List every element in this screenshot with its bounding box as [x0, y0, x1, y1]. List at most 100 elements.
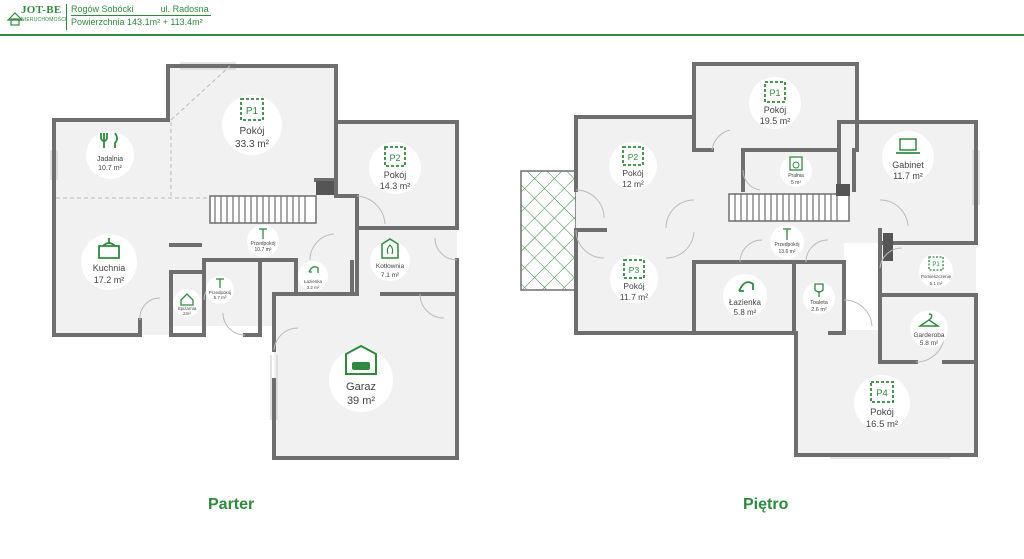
- room-name: Przedpokój: [774, 242, 799, 248]
- room-name: Łazienka: [729, 298, 762, 307]
- room-area: 5.8 m²: [734, 308, 757, 317]
- ground-windows: [50, 62, 278, 420]
- boiler-flame-icon: [381, 238, 399, 259]
- room-area: 5 m²: [791, 180, 801, 186]
- header-underline: [71, 15, 211, 16]
- room-upper-p2: P2 Pokój 12 m²: [609, 142, 657, 190]
- garage-car-icon: [345, 344, 377, 375]
- coat-hanger-icon: [259, 228, 267, 239]
- washing-machine-icon: [789, 156, 803, 171]
- room-ground-spizarnia: Spiżarnia 2m²: [173, 289, 201, 317]
- room-area: 2.6 m²: [811, 307, 827, 313]
- room-upper-przedpokoj: Przedpokój 13.6 m²: [770, 225, 804, 259]
- upper-chimney-2: [883, 233, 893, 261]
- location-street: ul. Radosna: [160, 4, 209, 14]
- room-ground-garaz: Garaz 39 m²: [329, 344, 393, 412]
- upper-windows: [830, 150, 980, 459]
- room-upper-lazienka: Łazienka 5.8 m²: [723, 274, 767, 318]
- room-name: Pokój: [239, 126, 264, 137]
- room-upper-p3: P3 Pokój 11.7 m²: [610, 255, 658, 303]
- room-badge-frame-icon: [622, 146, 644, 166]
- room-area: 17.2 m²: [94, 275, 125, 285]
- room-badge: P1: [932, 262, 940, 268]
- room-badge-frame-icon: [928, 256, 944, 271]
- area-value: 143.1m² + 113.4m²: [127, 17, 203, 27]
- room-name: Przedpokój: [250, 241, 275, 247]
- toilet-icon: [814, 283, 824, 297]
- room-name: Gabinet: [892, 160, 924, 170]
- room-area: 13.6 m²: [779, 249, 796, 255]
- shower-icon: [308, 266, 319, 273]
- room-ground-przedpokoj-large: Przedpokój 10.7 m²: [247, 225, 279, 257]
- room-area: 12 m²: [622, 179, 644, 189]
- header-bar: JOT-BE NIERUCHOMOŚCI Rogów Sobócki ul. R…: [0, 0, 1024, 36]
- room-name: Pralnia: [788, 173, 804, 179]
- upper-floor-plan: P1 Pokój 19.5 m² P2 Pokój 12 m² P3 Pokój…: [520, 62, 980, 459]
- room-name: Spiżarnia: [178, 306, 197, 311]
- room-badge: P4: [876, 388, 888, 399]
- room-name: Pokój: [764, 105, 787, 115]
- room-upper-toaleta: Toaleta 2.6 m²: [803, 282, 835, 314]
- room-badge: P1: [769, 88, 780, 98]
- room-name: Jadalnia: [97, 156, 123, 163]
- room-badge: P2: [389, 153, 400, 163]
- room-area: 39 m²: [347, 395, 375, 407]
- ground-stairs: [209, 195, 317, 224]
- room-name: Pokój: [623, 281, 644, 291]
- ground-walls: [52, 64, 459, 460]
- room-upper-garderoba: Garderoba 5.8 m²: [910, 310, 948, 348]
- room-name: Pokój: [384, 170, 407, 180]
- room-name: Łazienka: [304, 279, 323, 284]
- room-name: Garaz: [346, 381, 376, 393]
- room-badge-frame-icon: [623, 259, 645, 279]
- room-name: Kotłownia: [376, 263, 405, 270]
- room-ground-przedpokoj-small: Przedpokój 5.7 m²: [206, 276, 234, 304]
- upper-walls: [574, 62, 978, 457]
- coat-hanger-icon: [216, 278, 224, 288]
- room-name: Pokój: [870, 407, 894, 418]
- room-name: Pomieszczenie: [921, 274, 952, 279]
- room-upper-p4: P4 Pokój 16.5 m²: [854, 375, 910, 431]
- room-ground-jadalnia: Jadalnia 10.7 m²: [86, 131, 134, 179]
- room-upper-p1: P1 Pokój 19.5 m²: [749, 77, 801, 129]
- room-area: 10.7 m²: [255, 247, 272, 253]
- room-area: 5.7 m²: [214, 295, 227, 300]
- upper-stairs: [728, 193, 850, 222]
- location-line: Rogów Sobócki ul. Radosna: [71, 4, 209, 14]
- ground-floor-plan: P1 Pokój 33.3 m² P2 Pokój 14.3 m² Jadaln…: [50, 62, 459, 460]
- header-divider: [66, 4, 67, 30]
- area-label: Powierzchnia: [71, 17, 125, 27]
- room-ground-kotlownia: Kotłownia 7.1 m²: [370, 238, 410, 281]
- room-name: Przedpokój: [209, 290, 232, 295]
- room-area: 14.3 m²: [380, 181, 411, 191]
- house-icon: [180, 293, 194, 306]
- ground-open-boundaries: [56, 65, 231, 199]
- room-upper-pralnia: Pralnia 5 m²: [780, 155, 812, 187]
- room-ground-kuchnia: Kuchnia 17.2 m²: [81, 234, 137, 290]
- upper-chimney: [836, 184, 850, 196]
- laptop-icon: [896, 138, 920, 154]
- room-ground-p1: P1 Pokój 33.3 m²: [222, 95, 282, 155]
- shower-icon: [738, 281, 754, 292]
- brand-subtitle: NIERUCHOMOŚCI: [21, 17, 67, 23]
- room-upper-pomieszczenie: P1 Pomieszczenie 5.1 m²: [919, 254, 953, 288]
- floor-title-ground: Parter: [208, 496, 255, 513]
- balcony-lattice: [520, 170, 577, 291]
- room-area: 19.5 m²: [760, 116, 791, 126]
- room-area: 3.2 m²: [307, 285, 320, 290]
- room-ground-p2: P2 Pokój 14.3 m²: [369, 142, 421, 194]
- room-upper-gabinet: Gabinet 11.7 m²: [882, 131, 934, 183]
- floor-title-upper: Piętro: [743, 496, 789, 513]
- room-name: Garderoba: [913, 332, 944, 339]
- house-logo-icon: [6, 12, 24, 26]
- area-line: Powierzchnia 143.1m² + 113.4m²: [71, 17, 203, 27]
- ground-chimney: [316, 181, 334, 195]
- clothes-hanger-icon: [917, 313, 941, 327]
- brand-name: JOT-BE: [21, 4, 62, 16]
- coat-hanger-icon: [783, 228, 791, 240]
- room-area: 5.8 m²: [920, 340, 939, 347]
- cooking-pot-icon: [98, 238, 120, 259]
- room-name: Kuchnia: [93, 263, 126, 273]
- room-area: 33.3 m²: [235, 139, 270, 150]
